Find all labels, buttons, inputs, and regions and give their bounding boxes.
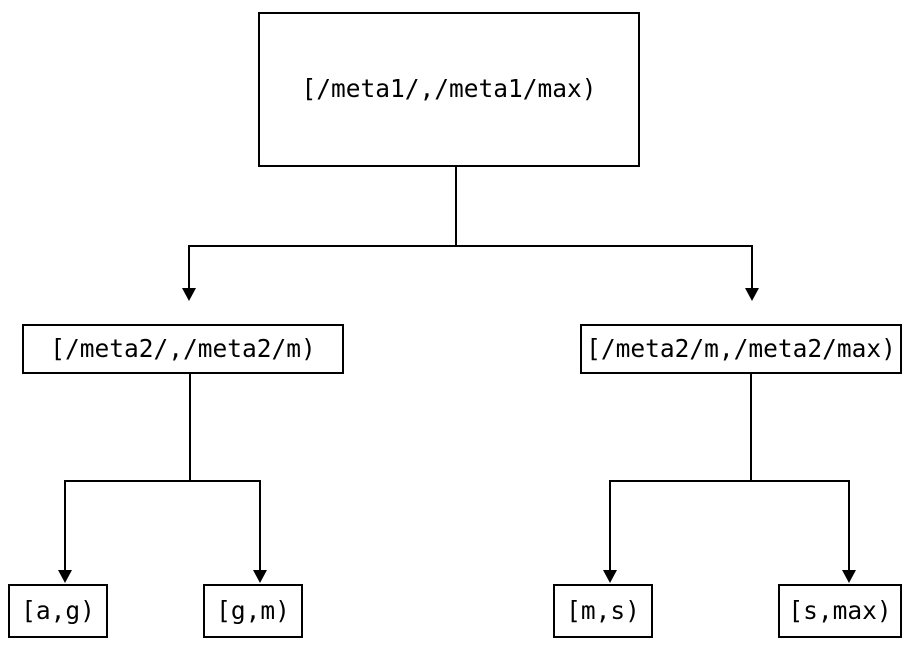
edge-l2-left-crossbar [64, 480, 261, 482]
node-leaf-a-g[interactable]: [a,g) [8, 584, 108, 638]
node-leaf-m-s-label: [m,s) [566, 595, 640, 625]
node-leaf-s-max[interactable]: [s,max) [778, 584, 902, 638]
node-meta2-lower-label: [/meta2/,/meta2/m) [50, 333, 316, 363]
arrowhead-l2-left-to-leaf-gm [253, 570, 267, 583]
node-leaf-m-s[interactable]: [m,s) [553, 584, 653, 638]
edge-l2-right-to-leaf-smax-drop [848, 480, 850, 570]
node-leaf-g-m[interactable]: [g,m) [203, 584, 303, 638]
node-leaf-g-m-label: [g,m) [216, 595, 290, 625]
node-leaf-a-g-label: [a,g) [21, 595, 95, 625]
edge-l2-right-stem [750, 374, 752, 482]
arrowhead-root-to-l2-right [745, 288, 759, 301]
edge-l2-left-to-leaf-gm-drop [259, 480, 261, 570]
node-root[interactable]: [/meta1/,/meta1/max) [258, 12, 640, 167]
edge-l2-right-to-leaf-ms-drop [609, 480, 611, 570]
edge-l2-right-crossbar [609, 480, 850, 482]
arrowhead-l2-right-to-leaf-smax [842, 570, 856, 583]
node-leaf-s-max-label: [s,max) [788, 595, 892, 625]
node-meta2-lower[interactable]: [/meta2/,/meta2/m) [22, 324, 344, 374]
node-meta2-upper[interactable]: [/meta2/m,/meta2/max) [580, 324, 902, 374]
arrowhead-root-to-l2-left [182, 288, 196, 301]
edge-root-to-l2-left-drop [188, 245, 190, 288]
node-root-label: [/meta1/,/meta1/max) [301, 74, 597, 104]
arrowhead-l2-right-to-leaf-ms [603, 570, 617, 583]
edge-l2-left-to-leaf-ag-drop [64, 480, 66, 570]
edge-root-crossbar [188, 245, 753, 247]
edge-l2-left-stem [189, 374, 191, 482]
edge-root-to-l2-right-drop [751, 245, 753, 288]
node-meta2-upper-label: [/meta2/m,/meta2/max) [586, 333, 896, 363]
arrowhead-l2-left-to-leaf-ag [58, 570, 72, 583]
edge-root-stem [455, 167, 457, 247]
